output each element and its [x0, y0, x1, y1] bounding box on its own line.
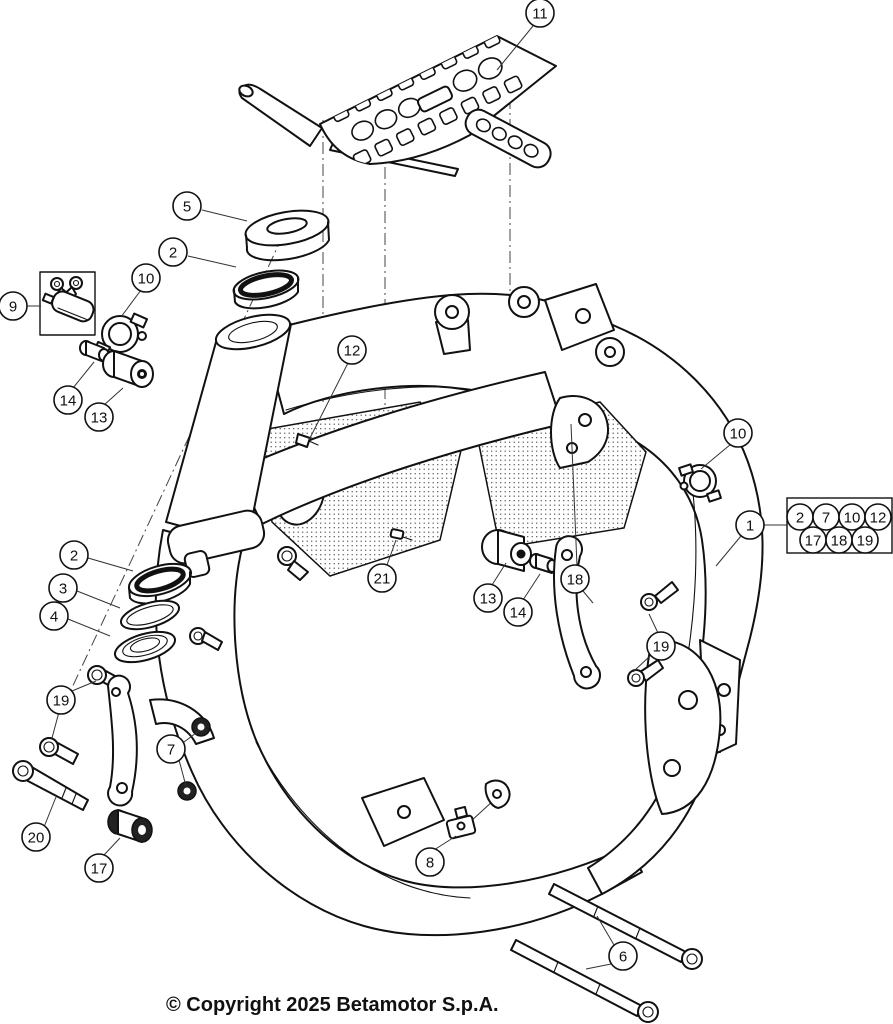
- svg-text:18: 18: [567, 572, 584, 589]
- svg-text:12: 12: [870, 510, 887, 527]
- svg-text:10: 10: [138, 271, 155, 288]
- callout-14-mid: 14: [503, 597, 533, 627]
- callout-4: 4: [39, 601, 69, 631]
- callout-2-lower: 2: [59, 540, 89, 570]
- rear-dropout-plates: [644, 638, 741, 815]
- callout-11: 11: [525, 0, 555, 28]
- bolt-part-6b: [510, 939, 659, 1023]
- svg-text:2: 2: [169, 245, 177, 262]
- callout-14-left: 14: [53, 385, 83, 415]
- svg-text:13: 13: [480, 591, 497, 608]
- callout-9: 9: [0, 291, 28, 321]
- group-callout-box: 2 7 10 12 17 18 19: [786, 497, 893, 554]
- callout-21: 21: [367, 563, 397, 593]
- svg-text:17: 17: [91, 861, 108, 878]
- seal-part-4: [113, 630, 177, 664]
- svg-text:8: 8: [426, 855, 434, 872]
- svg-text:3: 3: [59, 581, 67, 598]
- svg-text:13: 13: [91, 410, 108, 427]
- lock-cylinder: [41, 290, 95, 323]
- svg-text:10: 10: [844, 510, 861, 527]
- footrest-plate-part: [238, 35, 557, 177]
- bolt-part-19-right-lower: [627, 659, 664, 687]
- callout-7: 7: [156, 734, 186, 764]
- ring-part-3: [119, 599, 181, 631]
- bushing-part-13-mid: [481, 529, 532, 572]
- frame-bolt: [189, 627, 223, 651]
- callout-8: 8: [415, 847, 445, 877]
- callout-10-right: 10: [723, 418, 753, 448]
- block-part-8: [445, 779, 511, 840]
- callout-10-left: 10: [131, 263, 161, 293]
- footpeg-plate: [361, 777, 445, 847]
- svg-text:17: 17: [805, 533, 822, 550]
- shock-tower-lugs: [434, 283, 625, 367]
- nut-part-7-lower: [177, 781, 197, 801]
- leader-lines: [27, 25, 787, 970]
- screw-part-21: [389, 528, 413, 541]
- svg-text:19: 19: [857, 533, 874, 550]
- svg-text:12: 12: [344, 343, 361, 360]
- callout-12: 12: [337, 335, 367, 365]
- svg-text:9: 9: [9, 299, 17, 316]
- svg-text:6: 6: [619, 949, 627, 966]
- bushing-part-17: [107, 809, 153, 843]
- callout-3: 3: [48, 573, 78, 603]
- svg-text:7: 7: [822, 510, 830, 527]
- svg-text:2: 2: [796, 510, 804, 527]
- lock-kit-box: [39, 271, 96, 336]
- svg-text:19: 19: [53, 693, 70, 710]
- bolt-part-14-mid: [529, 553, 558, 574]
- svg-text:14: 14: [510, 605, 527, 622]
- callout-1: 1: [735, 510, 765, 540]
- steering-head-assembly: [165, 313, 292, 578]
- callout-6: 6: [608, 941, 638, 971]
- svg-text:21: 21: [374, 571, 391, 588]
- bolt-part-19-right-upper: [640, 581, 679, 611]
- svg-text:14: 14: [60, 393, 77, 410]
- callout-20: 20: [21, 822, 51, 852]
- callout-5: 5: [172, 191, 202, 221]
- svg-text:4: 4: [50, 609, 58, 626]
- svg-text:11: 11: [532, 6, 548, 23]
- roller-part-13-left: [102, 350, 154, 388]
- callout-19-right: 19: [646, 631, 676, 661]
- callout-13-left: 13: [84, 402, 114, 432]
- bolt-part-20: [12, 760, 89, 811]
- clamp-part-10-right: [678, 463, 722, 503]
- svg-text:1: 1: [746, 518, 754, 535]
- svg-text:18: 18: [831, 533, 848, 550]
- callout-13-mid: 13: [473, 583, 503, 613]
- rubber-strip-part: [464, 108, 552, 169]
- svg-text:7: 7: [167, 742, 175, 759]
- svg-text:20: 20: [28, 830, 45, 847]
- svg-text:2: 2: [70, 548, 78, 565]
- frame-bolt: [277, 546, 309, 581]
- bolt-part-19-left-lower: [39, 737, 79, 765]
- svg-text:19: 19: [653, 639, 670, 656]
- svg-text:10: 10: [730, 426, 747, 443]
- bolt-part-6a: [548, 883, 703, 970]
- callout-18: 18: [560, 564, 590, 594]
- callout-2-top: 2: [158, 237, 188, 267]
- upper-bearing-part-2: [232, 269, 300, 310]
- callout-17: 17: [84, 853, 114, 883]
- svg-text:5: 5: [183, 199, 191, 216]
- callout-19-left: 19: [46, 685, 76, 715]
- screw-part-12: [295, 433, 319, 448]
- dust-cover-part-5: [244, 209, 331, 262]
- nut-part-7-upper: [191, 717, 211, 737]
- copyright-text: © Copyright 2025 Betamotor S.p.A.: [166, 994, 499, 1016]
